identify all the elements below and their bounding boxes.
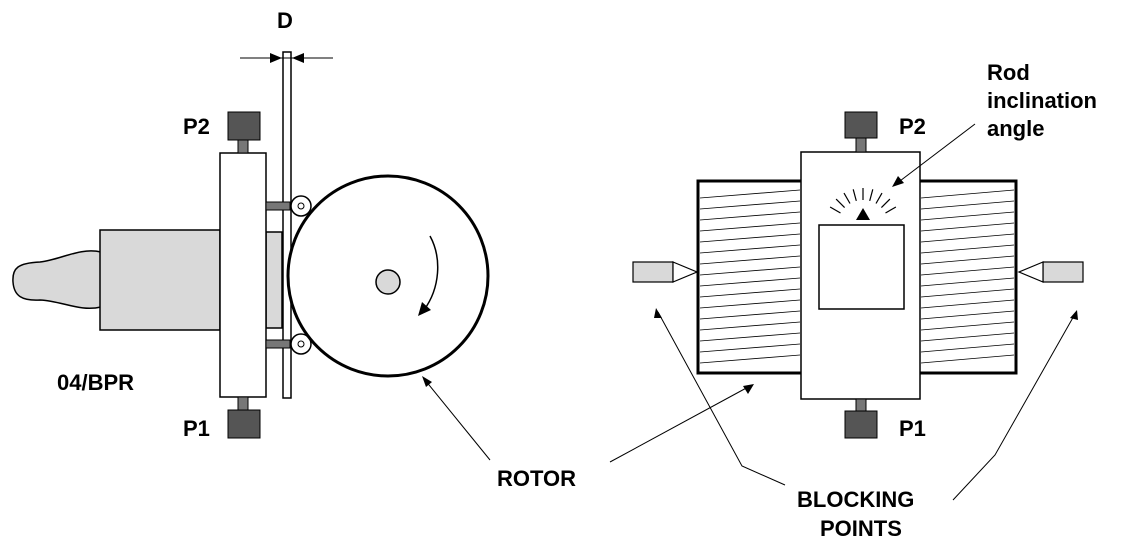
angle-label-line3: angle [987, 116, 1044, 141]
mounting-plate [219, 152, 267, 398]
blocking-label-line1: BLOCKING [797, 487, 914, 512]
angle-label-line1: Rod [987, 60, 1030, 85]
roller-arm-bottom [265, 339, 291, 349]
winding-line [920, 332, 1015, 342]
winding-line [920, 277, 1015, 287]
angle-pointer [895, 123, 976, 185]
scale-tick [880, 198, 891, 209]
p2-screw-stem-left [237, 139, 249, 154]
winding-line [699, 266, 801, 276]
scale-tick [885, 206, 897, 214]
p2-screw-head-left [227, 111, 261, 141]
angle-label-line2: inclination [987, 88, 1097, 113]
roller-arm-top [265, 201, 291, 211]
probe-window [818, 224, 905, 310]
center-point-right [1017, 261, 1044, 283]
winding-line [699, 321, 801, 331]
winding-line [699, 288, 801, 298]
blocking-pointer-left [657, 311, 786, 486]
winding-line [920, 189, 1015, 199]
winding-line [699, 211, 801, 221]
probe-body [99, 229, 221, 331]
p2-label-left: P2 [183, 114, 210, 139]
winding-line [699, 299, 801, 309]
winding-line [920, 288, 1015, 298]
rotor-label: ROTOR [497, 466, 576, 491]
winding-line [699, 277, 801, 287]
side-view [12, 51, 491, 461]
winding-line [920, 266, 1015, 276]
blocking-label-line2: POINTS [820, 516, 902, 541]
winding-line [920, 255, 1015, 265]
angle-indicator-icon [856, 208, 870, 220]
winding-line [699, 244, 801, 254]
winding-line [699, 222, 801, 232]
p2-label-right: P2 [899, 114, 926, 139]
winding-line [699, 332, 801, 342]
shaft-right [1042, 261, 1084, 283]
winding-line [699, 310, 801, 320]
p1-screw-head-right [844, 410, 878, 439]
p1-screw-stem-left [237, 396, 249, 411]
winding-line [920, 200, 1015, 210]
center-point-left [672, 261, 699, 283]
winding-line [920, 299, 1015, 309]
model-label: 04/BPR [57, 370, 134, 395]
p1-label-left: P1 [183, 416, 210, 441]
rotor-pointer-right [609, 385, 751, 463]
scale-tick [875, 192, 883, 204]
probe-handle [12, 250, 102, 309]
winding-line [920, 321, 1015, 331]
winding-line [699, 354, 801, 364]
probe-extension [265, 231, 283, 329]
scale-tick [835, 198, 846, 209]
p2-screw-stem-right [855, 137, 867, 153]
winding-line [920, 211, 1015, 221]
winding-line [699, 189, 801, 199]
shaft-left [632, 261, 674, 283]
winding-line [920, 222, 1015, 232]
winding-line [699, 255, 801, 265]
angle-scale [829, 188, 897, 214]
winding-line [920, 233, 1015, 243]
p1-label-right: P1 [899, 416, 926, 441]
p2-screw-head-right [844, 111, 878, 139]
p1-screw-stem-right [855, 398, 867, 412]
winding-line [920, 310, 1015, 320]
measuring-rod [282, 51, 292, 399]
rotor-pointer-left [424, 379, 491, 461]
scale-tick [869, 189, 874, 202]
front-view [609, 111, 1084, 501]
scale-tick [843, 192, 851, 204]
winding-line [920, 354, 1015, 364]
blocking-pointer-right [952, 313, 1076, 501]
rotor-shaft [375, 269, 401, 295]
winding-line [699, 200, 801, 210]
rotation-arrow-icon [423, 235, 439, 311]
winding-line [699, 343, 801, 353]
winding-line [920, 244, 1015, 254]
scale-tick [829, 206, 841, 214]
scale-tick [852, 189, 857, 202]
rotor-windings [699, 189, 1015, 364]
p1-screw-head-left [227, 409, 261, 439]
dimension-d-label: D [277, 8, 293, 33]
winding-line [699, 233, 801, 243]
winding-line [920, 343, 1015, 353]
